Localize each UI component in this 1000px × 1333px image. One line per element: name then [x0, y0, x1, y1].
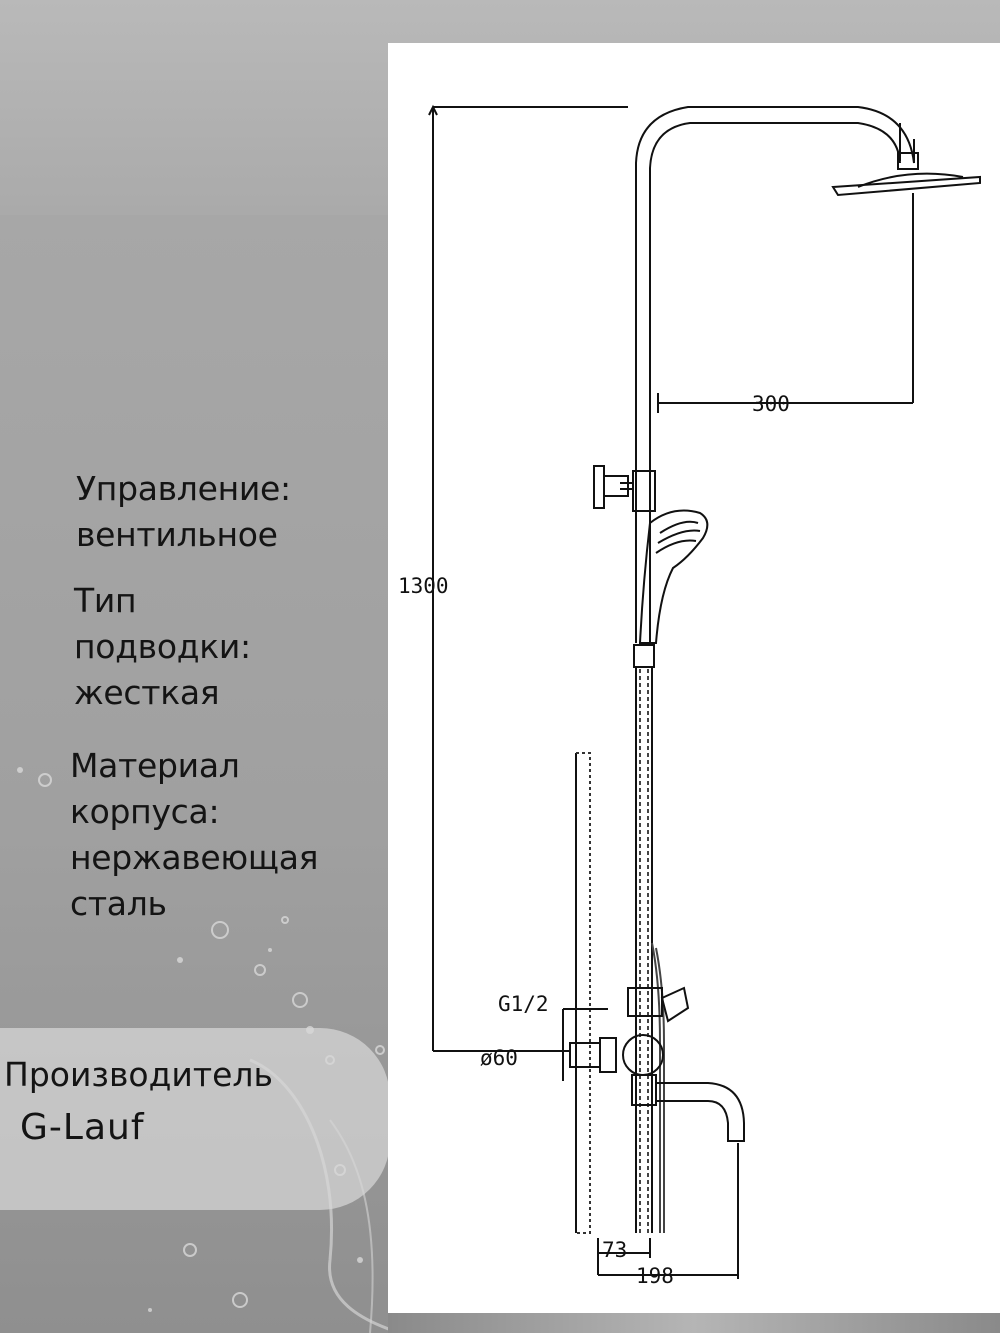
shower-head [831, 175, 981, 197]
shower-system-drawing: 1300 300 G1/2 ø60 73 198 [398, 104, 981, 1288]
vertical-pipe [635, 106, 915, 473]
manufacturer-panel [0, 1028, 390, 1210]
hose-holder [633, 644, 655, 668]
spec-body-material: Материал корпуса:нержавеющая сталь [70, 743, 318, 927]
manufacturer-name: G-Lauf [20, 1107, 145, 1148]
technical-drawing-panel: 1300 300 G1/2 ø60 73 198 [388, 43, 1000, 1313]
spec-supply-type: Тип подводки: жесткая [74, 578, 251, 716]
wall-bracket [593, 465, 605, 509]
bottom-texture-strip [388, 1313, 1000, 1333]
dim-flange-label: ø60 [480, 1046, 518, 1070]
spec-control-value: вентильное [76, 515, 278, 554]
dim-spout-offset-label: 73 [602, 1238, 627, 1262]
spec-body-material-label: Материал корпуса: [70, 746, 240, 831]
spec-control-label: Управление: [76, 469, 291, 508]
bath-spout [656, 1082, 745, 1142]
mixer-body [622, 1034, 664, 1076]
mixer-connector [569, 1042, 601, 1068]
dim-thread-label: G1/2 [498, 992, 549, 1016]
dim-spout-reach-label: 198 [636, 1264, 674, 1288]
shower-head-arm [899, 123, 915, 161]
spec-supply-type-label: Тип подводки: [74, 581, 251, 666]
spec-body-material-value: нержавеющая сталь [70, 838, 319, 923]
slider-bracket [632, 470, 656, 512]
dim-reach-label: 300 [752, 392, 790, 416]
manufacturer-label: Производитель [4, 1055, 273, 1094]
dim-height-label: 1300 [398, 574, 449, 598]
spec-control: Управление: вентильное [76, 466, 291, 558]
spec-supply-type-value: жесткая [74, 673, 220, 712]
hand-shower [638, 509, 709, 644]
